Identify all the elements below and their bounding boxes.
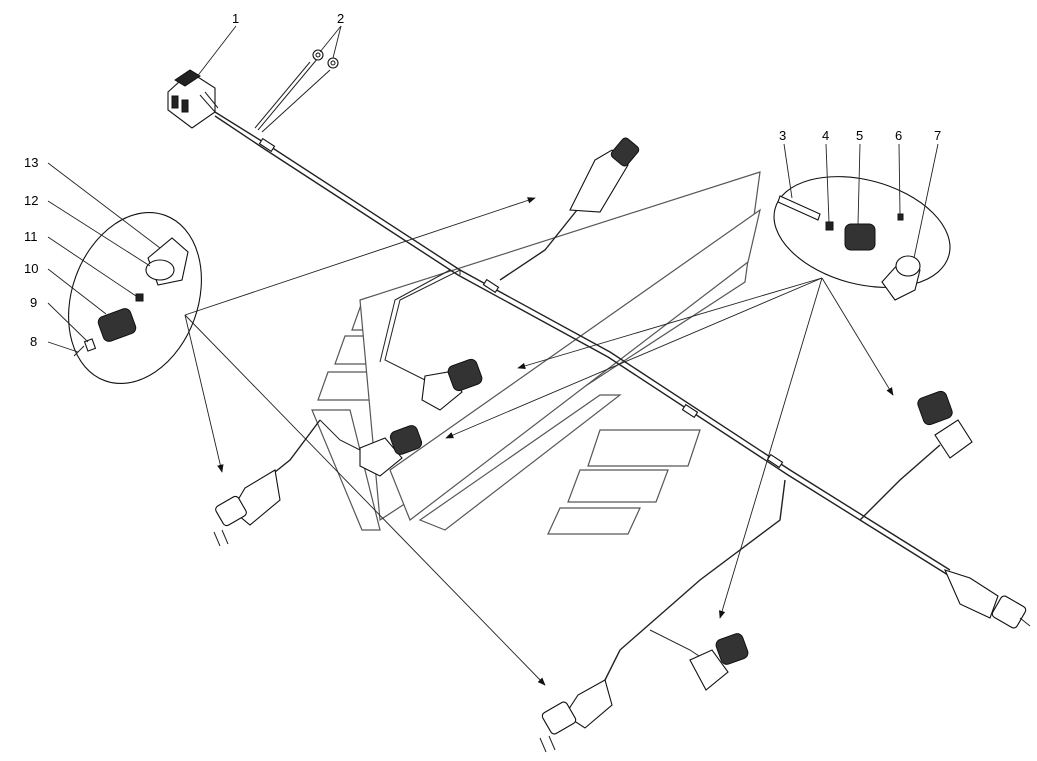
watermark-logo — [311, 171, 761, 535]
plug-connector-lower-left — [213, 469, 281, 547]
callout-1: 1 — [232, 11, 239, 26]
callout-8: 8 — [30, 334, 37, 349]
callout-12: 12 — [24, 193, 38, 208]
callout-2: 2 — [337, 11, 344, 26]
callout-6: 6 — [895, 128, 902, 143]
plug-connector-top — [569, 137, 640, 213]
reference-arrows — [184, 197, 894, 686]
callout-5: 5 — [856, 128, 863, 143]
callout-11: 11 — [24, 229, 38, 244]
callout-labels: 1 2 3 4 5 6 7 8 9 10 11 12 13 — [24, 11, 941, 349]
callout-10: 10 — [24, 261, 38, 276]
elbow-connector-right — [917, 390, 973, 459]
callout-leaders — [47, 25, 939, 353]
elbow-connector-center — [421, 358, 483, 411]
detail-ellipse-right — [773, 176, 951, 301]
callout-4: 4 — [822, 128, 829, 143]
multipin-connector — [167, 69, 219, 129]
elbow-connector-bottom — [689, 633, 749, 691]
callout-13: 13 — [24, 155, 38, 170]
plug-connector-bottom — [539, 679, 613, 753]
harness-wiring — [214, 57, 966, 691]
callout-9: 9 — [30, 295, 37, 310]
callout-7: 7 — [934, 128, 941, 143]
callout-3: 3 — [779, 128, 786, 143]
plug-connector-lower-right — [944, 569, 1031, 629]
ring-terminals — [312, 49, 339, 69]
elbow-connector-left — [359, 425, 423, 477]
detail-ellipse-left — [68, 211, 202, 385]
